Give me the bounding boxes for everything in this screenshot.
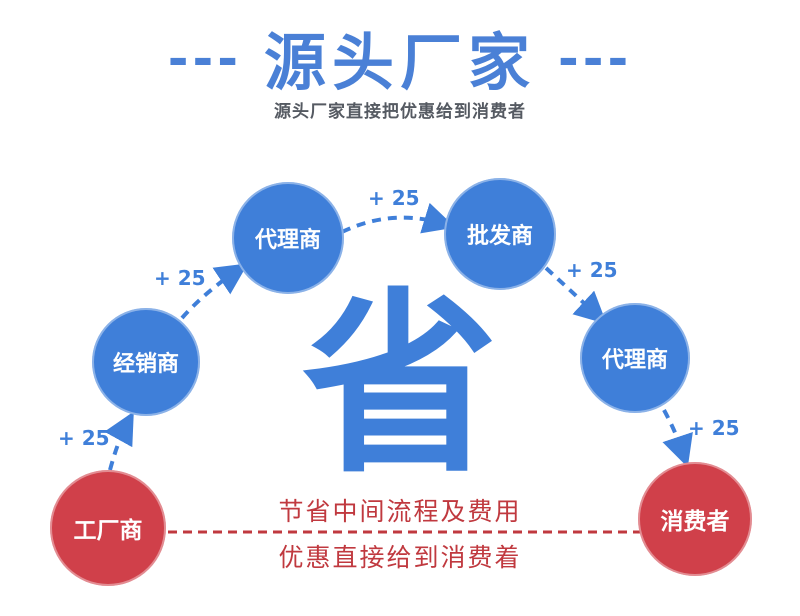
arrow-agent-to-wholesaler xyxy=(341,202,456,234)
save-big-character: 省 xyxy=(301,272,498,500)
markup-label-5: + 25 xyxy=(688,416,740,440)
title-dash-left: --- xyxy=(167,30,242,88)
arrow-factory-to-distributor xyxy=(104,411,134,471)
markup-label-1: + 25 xyxy=(58,426,110,450)
page-subtitle: 源头厂家直接把优惠给到消费者 xyxy=(274,102,526,122)
title-dash-right: --- xyxy=(558,30,633,88)
node-agent-2: 代理商 xyxy=(580,303,690,413)
arrow-distributor-to-agent xyxy=(180,263,248,320)
arrow-wholesaler-to-agent xyxy=(544,266,607,325)
node-agent-1: 代理商 xyxy=(232,182,344,294)
node-consumer: 消费者 xyxy=(638,462,752,576)
slogan-bottom: 优惠直接给到消费着 xyxy=(278,543,522,572)
node-factory: 工厂商 xyxy=(50,470,166,586)
node-distributor: 经销商 xyxy=(92,308,200,416)
markup-label-4: + 25 xyxy=(566,258,618,282)
markup-label-3: + 25 xyxy=(368,186,420,210)
slogan-top: 节省中间流程及费用 xyxy=(278,497,522,526)
title-text: 源头厂家 xyxy=(263,26,536,99)
arrow-agent-to-consumer xyxy=(662,409,693,468)
page-title: --- 源头厂家 --- xyxy=(0,12,800,102)
node-wholesaler: 批发商 xyxy=(444,178,556,290)
markup-label-2: + 25 xyxy=(154,266,206,290)
